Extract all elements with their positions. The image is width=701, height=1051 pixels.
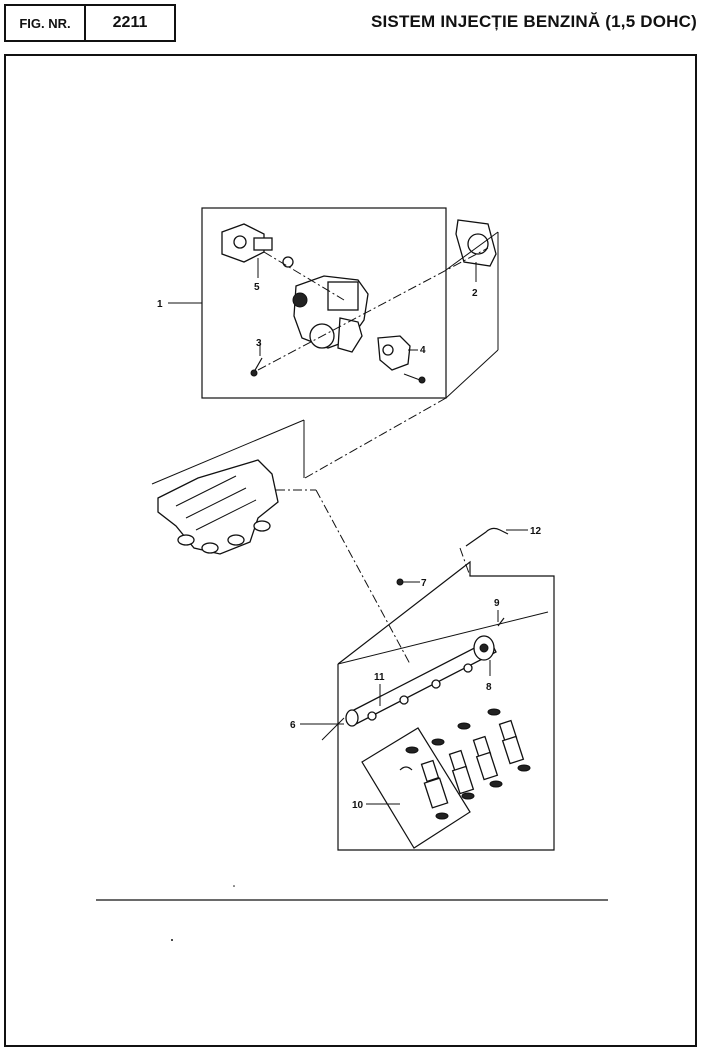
fuel-rail-group [300, 560, 555, 851]
screw-3 [253, 357, 263, 373]
page-title: SISTEM INJECȚIE BENZINĂ (1,5 DOHC) [370, 12, 697, 31]
callout-10: 10 [352, 800, 364, 811]
callout-6: 6 [290, 720, 296, 731]
diagram-frame [4, 54, 697, 1047]
callout-11: 11 [374, 672, 385, 683]
throttle-body-group [168, 207, 497, 399]
injector-inset-box [361, 727, 471, 849]
gasket [455, 219, 497, 267]
idle-control-valve [221, 223, 294, 278]
injectors [431, 708, 531, 800]
hose-12 [465, 527, 509, 547]
pressure-regulator [473, 635, 495, 661]
figure-label: FIG. NR. [6, 6, 86, 40]
figure-number-box: FIG. NR. 2211 [4, 4, 176, 42]
throttle-position-sensor [377, 335, 426, 384]
callout-8: 8 [486, 682, 492, 693]
callout-2: 2 [472, 288, 478, 299]
throttle-body [292, 275, 369, 353]
figure-number: 2211 [112, 14, 148, 31]
callout-7: 7 [421, 578, 427, 589]
callout-4: 4 [420, 345, 426, 356]
callout-3: 3 [256, 338, 262, 349]
callout-9: 9 [494, 598, 500, 609]
intake-manifold [157, 459, 279, 555]
callout-1: 1 [157, 299, 163, 310]
callout-5: 5 [254, 282, 260, 293]
callout-12: 12 [530, 526, 542, 537]
